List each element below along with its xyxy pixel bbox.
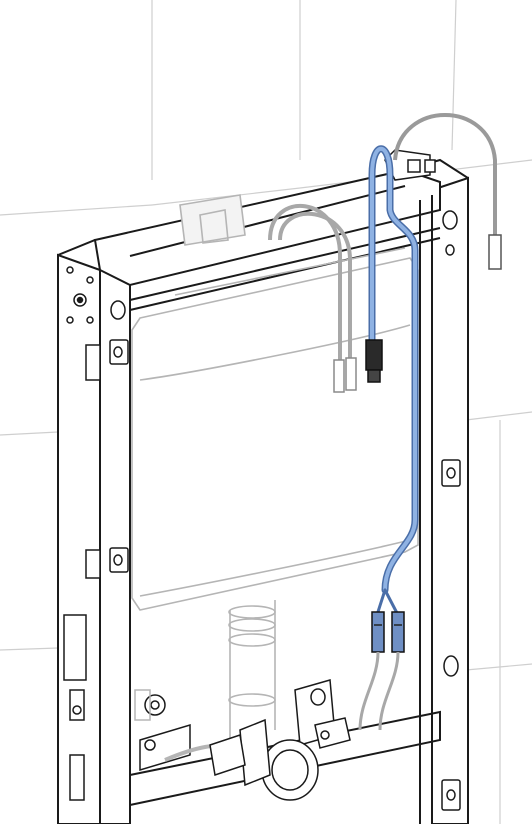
cable-connector-icon <box>365 339 405 653</box>
water-supply-valve-icon <box>134 679 351 801</box>
flush-pipe-icon <box>228 600 276 740</box>
power-cable-icon <box>368 145 419 617</box>
sensor-cable-icon <box>358 651 400 731</box>
sensor-cable-icon <box>268 204 357 393</box>
sensor-cable-icon <box>393 113 502 270</box>
